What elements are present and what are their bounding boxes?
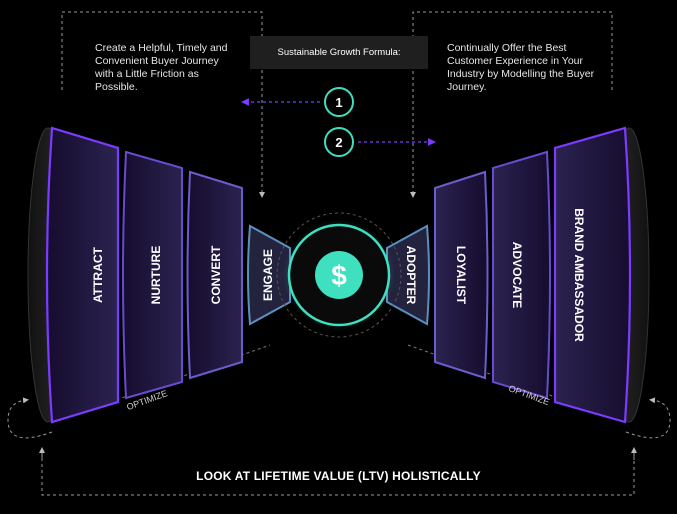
optimize-right-loop [625, 397, 671, 439]
stage-adopter-shape [386, 224, 430, 326]
dollar-icon [315, 251, 363, 299]
stage-advocate-shape [492, 150, 551, 400]
center-dashed-ring [276, 212, 402, 338]
stage-brand-ambassador-label: BRAND AMBASSADOR [572, 208, 586, 342]
stage-attract-shape [45, 126, 120, 424]
formula-box: Sustainable Growth Formula: [250, 36, 428, 69]
right-note: Continually Offer the Best Customer Expe… [447, 42, 595, 93]
stage-convert-label: CONVERT [209, 245, 223, 304]
dollar-symbol: $ [331, 260, 347, 291]
step-1-circle [324, 87, 354, 117]
left-note: Create a Helpful, Timely and Convenient … [95, 42, 228, 93]
step-2-label: 2 [335, 135, 342, 150]
stage-brand-ambassador-shape [553, 126, 632, 424]
optimize-left-loop [7, 397, 53, 439]
stage-loyalist-label: LOYALIST [454, 246, 468, 305]
stage-convert-shape [186, 170, 243, 380]
bottom-frame-line [41, 452, 635, 496]
stage-advocate-label: ADVOCATE [510, 242, 524, 308]
stage-nurture-label: NURTURE [149, 246, 163, 305]
stage-nurture-shape [122, 150, 183, 400]
stage-engage-label: ENGAGE [261, 249, 275, 301]
step-1-label: 1 [335, 95, 342, 110]
step-2-circle [324, 127, 354, 157]
top-right-frame-line [410, 11, 613, 198]
stage-engage-shape [247, 224, 291, 326]
stage-loyalist-shape [434, 170, 489, 380]
top-left-frame-line [61, 11, 265, 198]
stage-adopter-label: ADOPTER [404, 246, 418, 305]
stage-attract-label: ATTRACT [91, 246, 105, 302]
footer-ltv-text: LOOK AT LIFETIME VALUE (LTV) HOLISTICALL… [196, 469, 481, 483]
formula-title: Sustainable Growth Formula: [277, 47, 401, 58]
